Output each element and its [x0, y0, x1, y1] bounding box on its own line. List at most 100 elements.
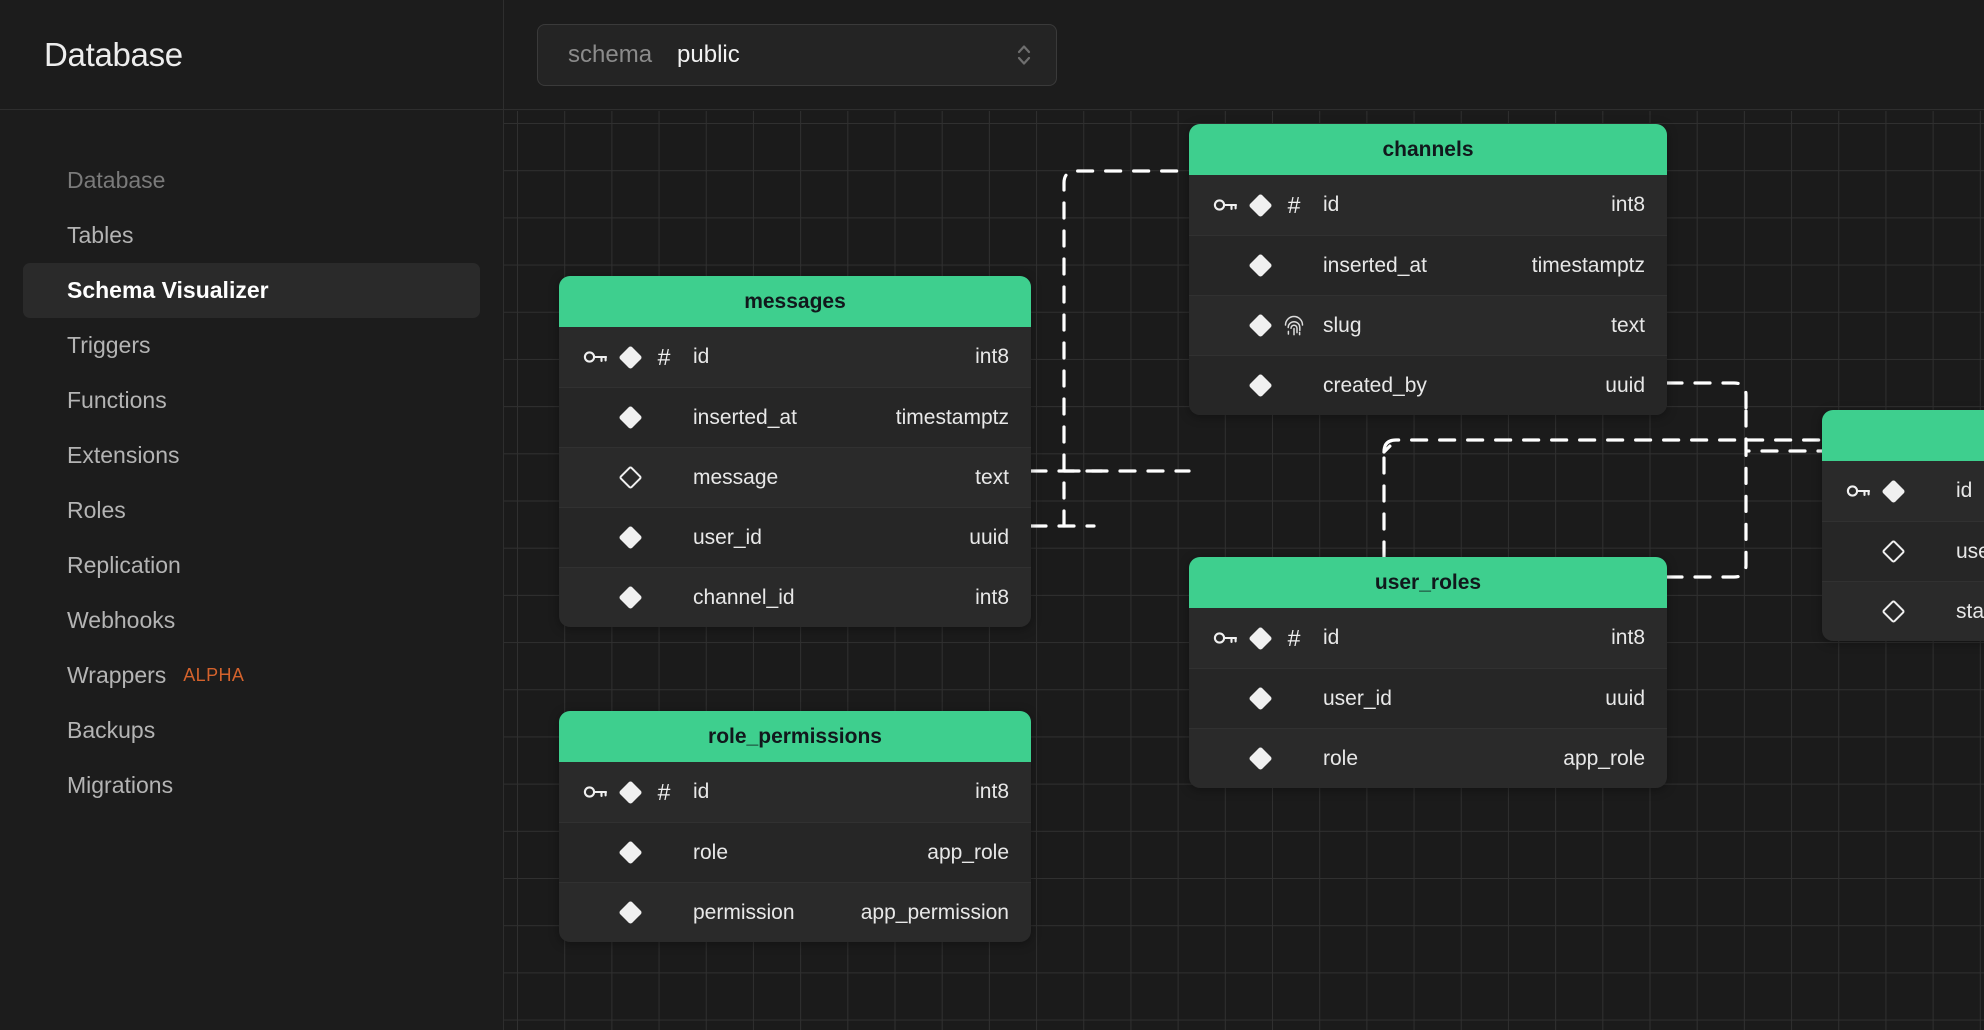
table-node-title: messages: [559, 276, 1031, 327]
numeric-hash-icon: #: [657, 343, 671, 370]
table-node-users[interactable]: id use sta: [1822, 410, 1984, 641]
column-name: id: [1323, 626, 1340, 649]
not-null-diamond-icon: [1243, 313, 1277, 338]
unique-fingerprint-icon: [1277, 314, 1311, 338]
table-column-row[interactable]: role app_role: [1189, 728, 1667, 788]
column-type: app_role: [927, 840, 1009, 864]
not-null-diamond-icon: [1243, 253, 1277, 278]
nullable-diamond-icon: [613, 465, 647, 490]
sidebar-item-roles[interactable]: Roles: [23, 483, 480, 538]
sidebar-item-label: Schema Visualizer: [67, 277, 269, 303]
column-name: permission: [693, 900, 795, 924]
sidebar-item-extensions[interactable]: Extensions: [23, 428, 480, 483]
column-type: timestamptz: [1531, 253, 1645, 277]
table-column-row[interactable]: role app_role: [559, 822, 1031, 882]
primary-key-icon: [579, 348, 613, 366]
schema-select[interactable]: schema public: [537, 23, 1057, 86]
sidebar-item-backups[interactable]: Backups: [23, 703, 480, 758]
sidebar-item-functions[interactable]: Functions: [23, 373, 480, 428]
sidebar-item-label: Wrappers: [67, 662, 167, 688]
table-column-row[interactable]: use: [1822, 521, 1984, 581]
table-column-row[interactable]: sta: [1822, 581, 1984, 641]
sidebar-item-label: Tables: [67, 222, 134, 248]
edge-userroles-userid-to-users: [1665, 450, 1748, 579]
sidebar-item-migrations[interactable]: Migrations: [23, 758, 480, 813]
not-null-diamond-icon: [1243, 192, 1277, 218]
column-type: app_role: [1563, 746, 1645, 770]
not-null-diamond-icon: [1243, 746, 1277, 771]
primary-key-icon: [1209, 196, 1243, 214]
not-null-diamond-icon: [613, 779, 647, 805]
sidebar-header: Database: [0, 0, 503, 110]
not-null-diamond-icon: [1243, 625, 1277, 651]
column-type: int8: [975, 780, 1009, 803]
edge-userroles-to-users: [1382, 438, 1824, 559]
sidebar-item-tables[interactable]: Tables: [23, 208, 480, 263]
not-null-diamond-icon: [613, 525, 647, 550]
sidebar-item-triggers[interactable]: Triggers: [23, 318, 480, 373]
column-name: sta: [1956, 599, 1984, 623]
primary-key-icon: [1209, 629, 1243, 647]
column-name: id: [1956, 479, 1973, 502]
not-null-diamond-icon: [1243, 373, 1277, 398]
sidebar-item-label: Migrations: [67, 772, 174, 798]
column-type: int8: [975, 345, 1009, 368]
table-node-title: role_permissions: [559, 711, 1031, 762]
column-name: user_id: [693, 525, 762, 549]
column-type: int8: [1611, 193, 1645, 216]
page-title: Database: [44, 35, 183, 73]
numeric-hash-icon: #: [1287, 624, 1301, 651]
edge-channels-createdby-to-users: [1744, 409, 1824, 453]
table-node-title: [1822, 410, 1984, 461]
column-name: id: [693, 780, 710, 803]
column-name: user_id: [1323, 686, 1392, 710]
schema-select-label: schema: [568, 40, 653, 68]
column-name: slug: [1323, 313, 1362, 337]
not-null-diamond-icon: [613, 585, 647, 610]
column-name: created_by: [1323, 373, 1427, 397]
not-null-diamond-icon: [1876, 478, 1910, 504]
table-column-row[interactable]: slug text: [1189, 295, 1667, 355]
column-type: uuid: [1605, 686, 1645, 710]
sidebar-item-schema-visualizer[interactable]: Schema Visualizer: [23, 263, 480, 318]
table-node-columns: id use sta: [1822, 461, 1984, 641]
not-null-diamond-icon: [1243, 686, 1277, 711]
not-null-diamond-icon: [613, 405, 647, 430]
table-column-row[interactable]: id: [1822, 461, 1984, 521]
sidebar-item-replication[interactable]: Replication: [23, 538, 480, 593]
not-null-diamond-icon: [613, 840, 647, 865]
sidebar-item-webhooks[interactable]: Webhooks: [23, 593, 480, 648]
sidebar-item-label: Roles: [67, 497, 126, 523]
column-name: role: [1323, 746, 1359, 770]
edge-messages-to-channels: [1062, 169, 1191, 528]
sidebar-item-label: Extensions: [67, 442, 180, 468]
primary-key-icon: [579, 783, 613, 801]
edge-corner-userroles: [1382, 438, 1398, 454]
column-name: role: [693, 840, 729, 864]
table-column-row[interactable]: user_id uuid: [1189, 668, 1667, 728]
column-type: timestamptz: [895, 405, 1009, 429]
main-toolbar: schema public: [504, 0, 1984, 110]
column-type: text: [1611, 313, 1645, 337]
